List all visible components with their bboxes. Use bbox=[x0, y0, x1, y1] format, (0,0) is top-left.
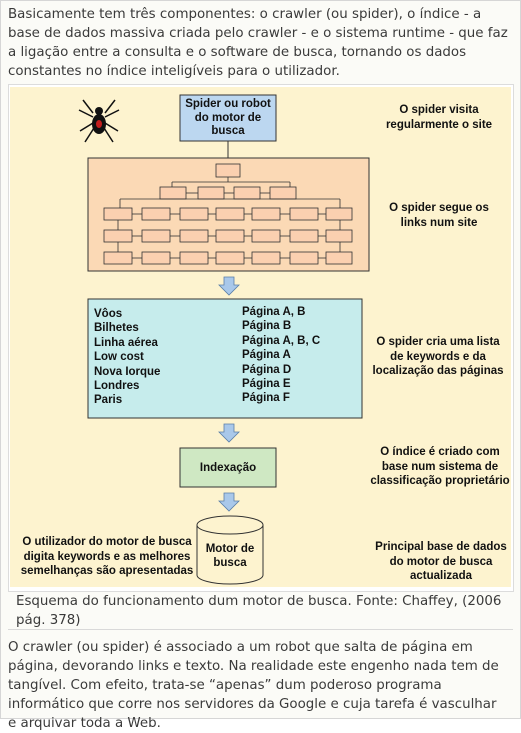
keyword-item: Nova Iorque bbox=[94, 365, 161, 378]
page-item: Página A, B bbox=[242, 306, 306, 318]
indexing-box-label: Indexação bbox=[199, 462, 257, 474]
page-item: Página D bbox=[242, 363, 292, 376]
spider-icon bbox=[78, 99, 120, 143]
note-database: Principal base de dados do motor de busc… bbox=[375, 541, 507, 582]
keyword-item: Vôos bbox=[94, 308, 123, 320]
page-item: Página A, B, C bbox=[242, 334, 321, 347]
indexing-box-shape bbox=[179, 447, 277, 488]
note-keyword-list: O spider cria uma lista de keywords e da… bbox=[372, 336, 504, 377]
keyword-item: Londres bbox=[94, 380, 140, 393]
spider-box-label: Spider ou robot do motor de busca bbox=[185, 98, 271, 137]
note-index-created: O índice é criado com base num sistema d… bbox=[370, 446, 510, 487]
note-visit: O spider visita regularmente o site bbox=[385, 104, 493, 131]
keyword-item: Linha aérea bbox=[94, 336, 158, 349]
keyword-item: Bilhetes bbox=[94, 322, 139, 335]
intro-paragraph: Basicamente tem três componentes: o craw… bbox=[8, 7, 508, 79]
page-item: Página E bbox=[242, 378, 291, 391]
note-follow-links: O spider segue os links num site bbox=[389, 202, 489, 229]
keyword-item: Paris bbox=[94, 394, 123, 407]
divider bbox=[8, 629, 513, 630]
database-icon bbox=[196, 515, 264, 585]
page-item: Página B bbox=[242, 320, 292, 333]
arrow-icon bbox=[218, 276, 240, 512]
keyword-panel bbox=[87, 298, 363, 419]
figure-caption: Esquema do funcionamento dum motor de bu… bbox=[16, 594, 502, 628]
page-item: Página F bbox=[242, 392, 290, 405]
note-user-query: O utilizador do motor de busca digita ke… bbox=[20, 536, 194, 577]
outro-paragraph: O crawler (ou spider) é associado a um r… bbox=[8, 640, 499, 731]
keyword-item: Low cost bbox=[94, 351, 144, 364]
database-label: Motor de busca bbox=[205, 543, 255, 569]
page-item: Página A bbox=[242, 349, 291, 362]
